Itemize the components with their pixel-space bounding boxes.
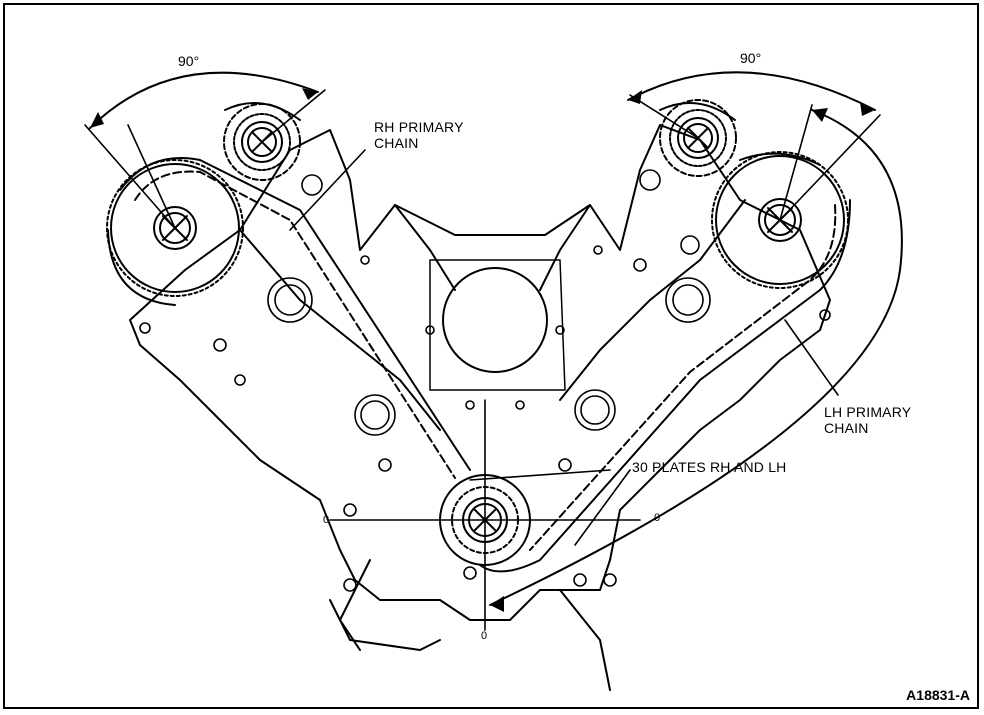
angle-arcs: [89, 71, 903, 606]
lh-primary-chain: [479, 101, 851, 573]
rh-primary-chain-label-line2: CHAIN: [374, 135, 419, 151]
zero-mark-right: 0: [654, 512, 661, 524]
leader-lines: [289, 149, 839, 546]
right-idler-sprocket: [659, 99, 737, 177]
bolt-holes: [139, 169, 831, 592]
engine-block: [129, 124, 831, 691]
rh-primary-chain: [107, 101, 471, 479]
diagram-frame: [3, 3, 979, 709]
figure-id: A18831-A: [906, 687, 970, 703]
zero-mark-left: 0: [323, 514, 330, 526]
angle-label-right: 90°: [738, 50, 764, 66]
cylinder-bore: [429, 259, 566, 391]
lh-primary-chain-label: LH PRIMARY CHAIN: [824, 404, 911, 436]
timing-reference-lines: [84, 89, 881, 631]
rh-primary-chain-label: RH PRIMARY CHAIN: [374, 119, 464, 151]
zero-mark-bottom: 0: [481, 630, 488, 642]
lh-primary-chain-label-line1: LH PRIMARY: [824, 404, 912, 420]
angle-label-left: 90°: [176, 53, 202, 69]
plates-note-label: 30 PLATES RH AND LH: [632, 459, 787, 475]
arrowheads: [90, 88, 875, 612]
right-camshaft-sprocket: [711, 151, 849, 289]
lh-primary-chain-label-line2: CHAIN: [824, 420, 869, 436]
rh-primary-chain-label-line1: RH PRIMARY: [374, 119, 464, 135]
left-camshaft-sprocket: [106, 159, 244, 297]
